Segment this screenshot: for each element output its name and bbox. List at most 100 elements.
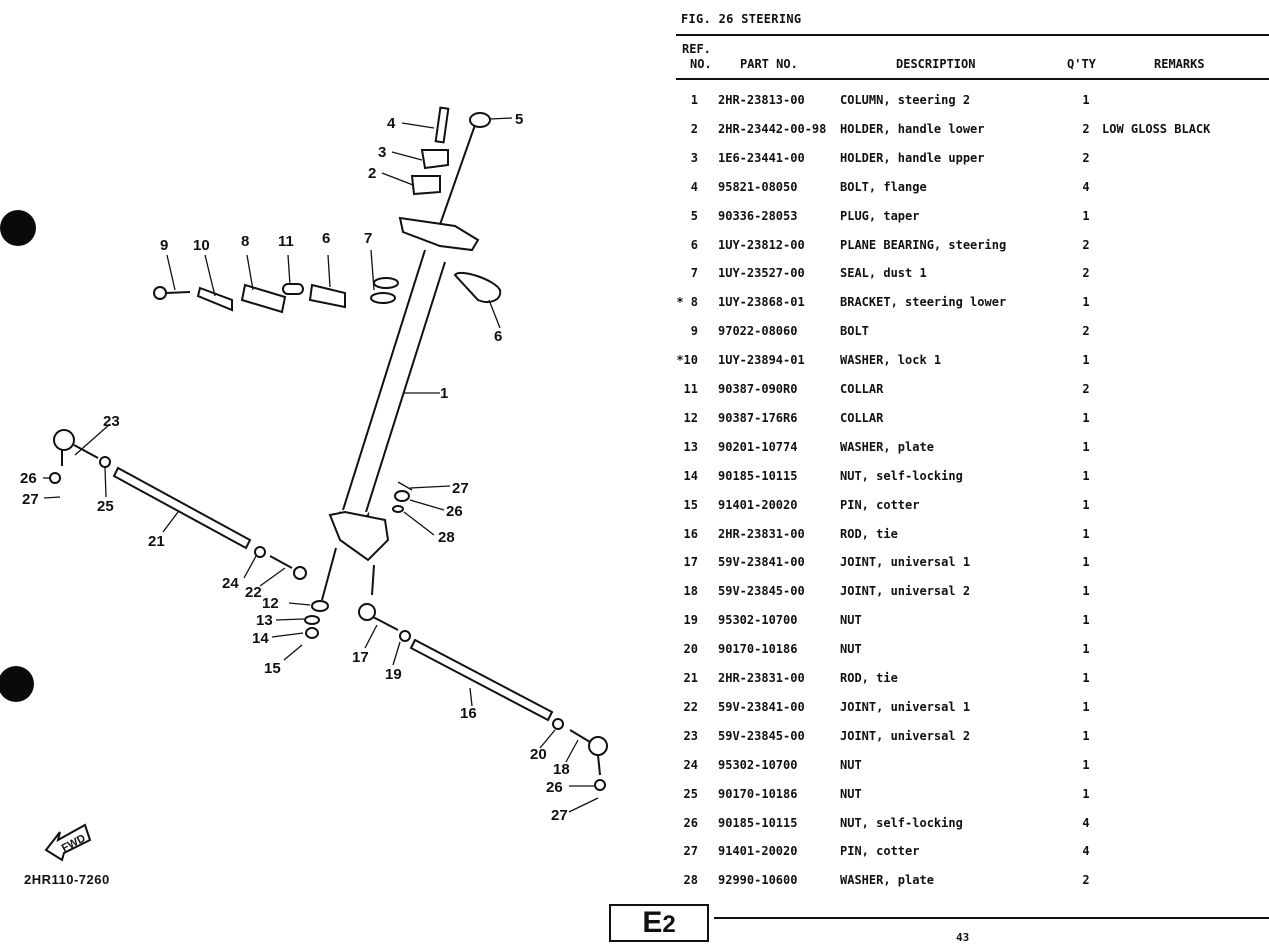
description: NUT, self-locking xyxy=(840,468,963,483)
callout-23: 23 xyxy=(103,413,120,430)
callout-27-left: 27 xyxy=(22,491,39,508)
section-badge: E2 xyxy=(609,904,709,942)
description: COLLAR xyxy=(840,382,884,396)
ref-no: *10 xyxy=(676,353,698,368)
figure-title: FIG. 26 STEERING xyxy=(681,12,802,26)
callout-13: 13 xyxy=(256,612,273,629)
table-row: 23 59V-23845-00 JOINT, universal 2 1 xyxy=(672,729,1269,749)
part-no: 91401-20020 xyxy=(718,497,798,512)
description: PLANE BEARING, steering xyxy=(840,237,1007,252)
section-number: 2 xyxy=(662,911,676,938)
callout-25: 25 xyxy=(97,498,114,515)
quantity: 1 xyxy=(1082,497,1090,512)
callout-4: 4 xyxy=(387,115,396,132)
section-letter: E xyxy=(642,906,663,939)
table-row: 15 91401-20020 PIN, cotter 1 xyxy=(672,498,1269,518)
table-row: 20 90170-10186 NUT 1 xyxy=(672,642,1269,662)
table-row: 28 92990-10600 WASHER, plate 2 xyxy=(672,873,1269,893)
ref-no: 18 xyxy=(683,584,698,599)
ref-no: 13 xyxy=(683,439,698,454)
table-top-rule xyxy=(676,34,1269,36)
ref-no: 28 xyxy=(683,873,698,888)
ref-no: 4 xyxy=(690,179,698,194)
table-row: *10 1UY-23894-01 WASHER, lock 1 1 xyxy=(672,353,1269,373)
callout-18: 18 xyxy=(553,761,570,778)
callout-8: 8 xyxy=(241,233,249,250)
part-no: 92990-10600 xyxy=(718,873,798,888)
quantity: 2 xyxy=(1082,873,1090,888)
quantity: 1 xyxy=(1082,208,1090,223)
part-no: 95302-10700 xyxy=(718,757,798,772)
quantity: 1 xyxy=(1082,584,1090,599)
ref-no: 3 xyxy=(690,150,698,165)
header-part-no: PART NO. xyxy=(740,57,798,71)
quantity: 1 xyxy=(1082,526,1090,541)
quantity: 1 xyxy=(1082,728,1090,743)
callout-6-right: 6 xyxy=(494,328,502,345)
part-no: 2HR-23442-00-98 xyxy=(718,121,827,136)
table-header-rule xyxy=(676,78,1269,80)
ref-no: 19 xyxy=(683,613,698,628)
table-row: 13 90201-10774 WASHER, plate 1 xyxy=(672,440,1269,460)
ref-no: 27 xyxy=(683,844,698,859)
description: ROD, tie xyxy=(840,671,898,685)
ref-no: 23 xyxy=(683,728,698,743)
ref-no: 12 xyxy=(683,410,698,425)
part-no: 90387-176R6 xyxy=(718,410,798,425)
quantity: 1 xyxy=(1082,468,1090,483)
callout-27-right: 27 xyxy=(551,807,568,824)
part-no: 90185-10115 xyxy=(718,468,798,483)
description: PIN, cotter xyxy=(840,844,920,859)
part-no: 90201-10774 xyxy=(718,439,798,454)
description: PLUG, taper xyxy=(840,208,920,223)
quantity: 2 xyxy=(1082,237,1090,252)
quantity: 1 xyxy=(1082,353,1090,368)
description: WASHER, plate xyxy=(840,439,934,454)
description: NUT xyxy=(840,786,862,801)
table-row: * 8 1UY-23868-01 BRACKET, steering lower… xyxy=(672,295,1269,315)
quantity: 1 xyxy=(1082,555,1090,570)
callout-2: 2 xyxy=(368,165,376,182)
ref-no: 21 xyxy=(683,671,698,685)
quantity: 4 xyxy=(1082,844,1090,859)
description: PIN, cotter xyxy=(840,497,920,512)
ref-no: 25 xyxy=(683,786,698,801)
table-row: 14 90185-10115 NUT, self-locking 1 xyxy=(672,469,1269,489)
description: NUT, self-locking xyxy=(840,815,963,830)
callout-12: 12 xyxy=(262,595,279,612)
part-steering-column xyxy=(328,124,480,562)
callout-21: 21 xyxy=(148,533,165,550)
ref-no: 5 xyxy=(690,208,698,223)
description: COLUMN, steering 2 xyxy=(840,93,971,107)
description: WASHER, lock 1 xyxy=(840,353,942,368)
callout-26-left: 26 xyxy=(20,470,37,487)
table-row: 9 97022-08060 BOLT 2 xyxy=(672,324,1269,344)
quantity: 4 xyxy=(1082,815,1090,830)
table-row: 6 1UY-23812-00 PLANE BEARING, steering 2 xyxy=(672,238,1269,258)
callout-15: 15 xyxy=(264,660,281,677)
ref-no: 17 xyxy=(683,555,698,570)
part-no: 2HR-23831-00 xyxy=(718,526,805,541)
quantity: 1 xyxy=(1082,642,1090,657)
table-row: 1 2HR-23813-00 COLUMN, steering 2 1 xyxy=(672,93,1269,113)
quantity: 1 xyxy=(1082,671,1090,685)
ref-no: * 8 xyxy=(676,295,698,310)
table-row: 11 90387-090R0 COLLAR 2 xyxy=(672,382,1269,402)
ref-no: 7 xyxy=(690,266,698,281)
callout-28: 28 xyxy=(438,529,455,546)
part-no: 59V-23845-00 xyxy=(718,584,805,599)
quantity: 1 xyxy=(1082,699,1090,714)
part-no: 90170-10186 xyxy=(718,642,798,657)
part-no: 1UY-23868-01 xyxy=(718,295,805,310)
callout-11: 11 xyxy=(278,233,294,250)
part-no: 90336-28053 xyxy=(718,208,798,223)
callout-leaders xyxy=(43,117,599,813)
table-row: 18 59V-23845-00 JOINT, universal 2 1 xyxy=(672,584,1269,604)
table-row: 24 95302-10700 NUT 1 xyxy=(672,758,1269,778)
description: NUT xyxy=(840,613,862,628)
ref-no: 24 xyxy=(683,757,698,772)
quantity: 1 xyxy=(1082,93,1090,107)
table-row: 22 59V-23841-00 JOINT, universal 1 1 xyxy=(672,700,1269,720)
callout-22: 22 xyxy=(245,584,262,601)
ref-no: 11 xyxy=(683,382,698,396)
